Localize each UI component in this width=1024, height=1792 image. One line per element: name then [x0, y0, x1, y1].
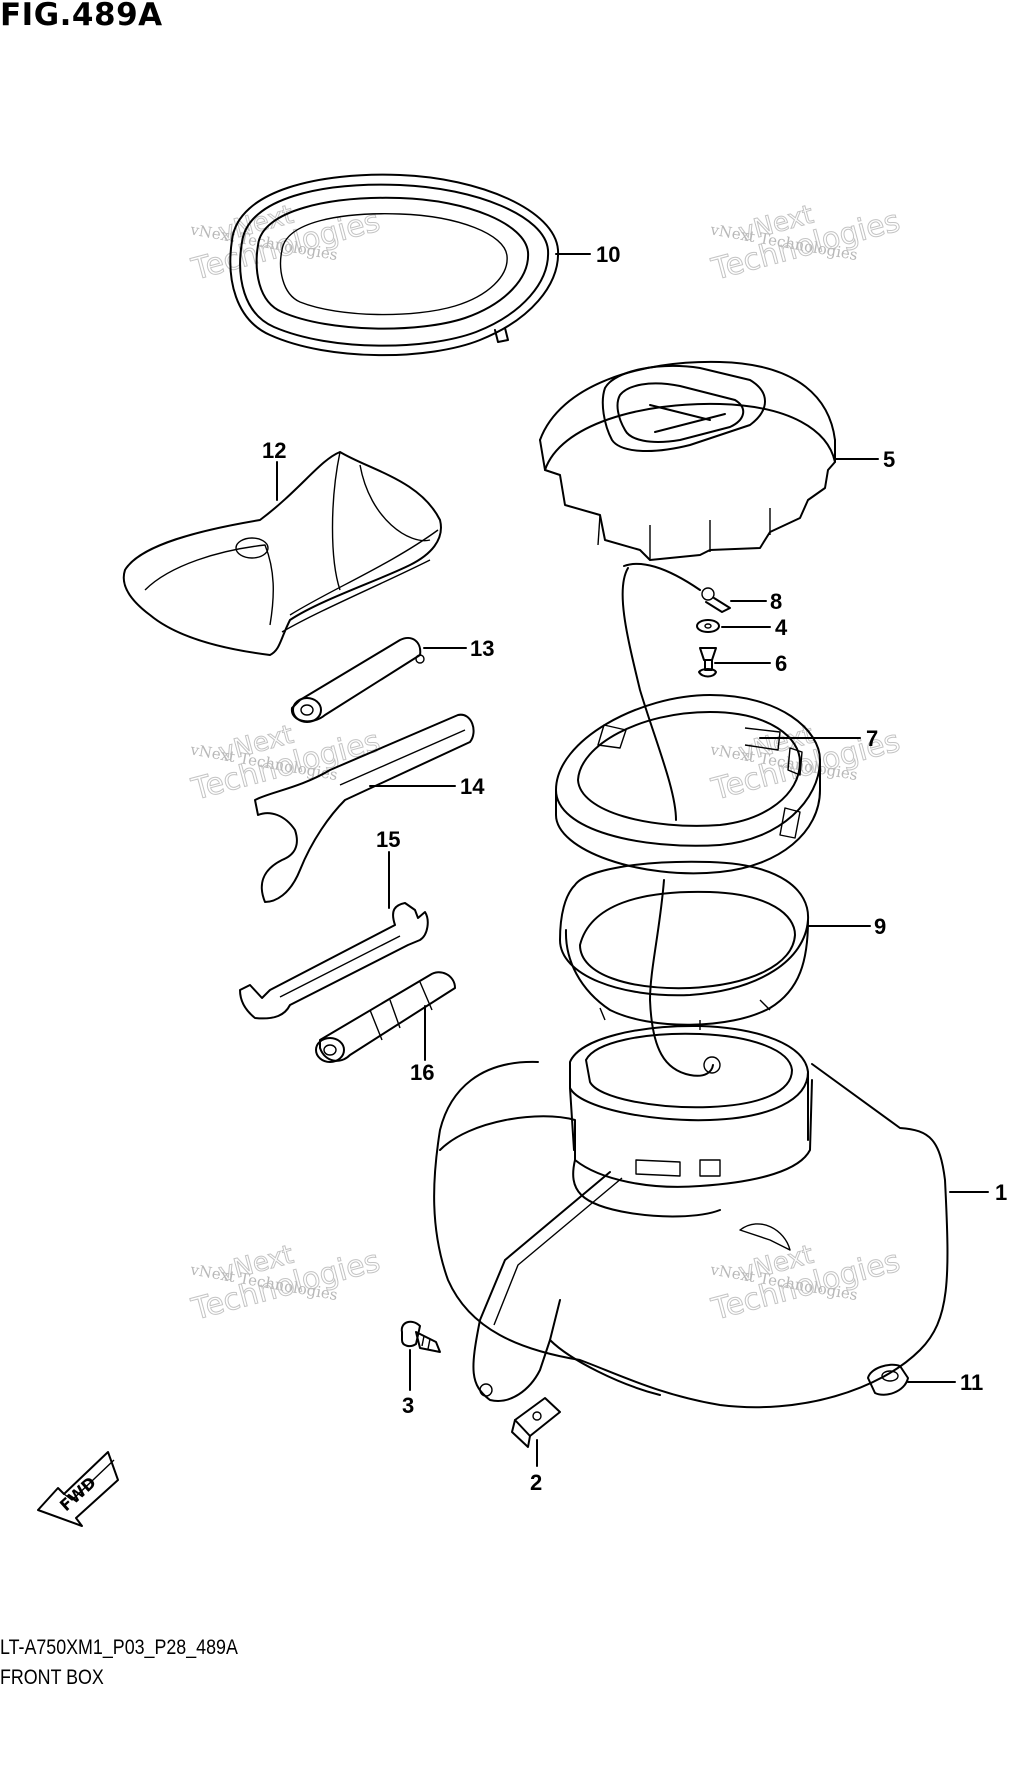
callout-16: 16	[410, 1060, 434, 1085]
part-8-cable	[621, 562, 731, 1077]
part-3-bolt	[400, 1320, 441, 1353]
callout-11: 11	[960, 1370, 983, 1395]
part-10-seal-ring	[229, 173, 560, 357]
part-12-tool-bag	[122, 451, 442, 656]
callout-4: 4	[775, 615, 788, 640]
part-15-open-end-wrench	[239, 902, 429, 1020]
callout-2: 2	[530, 1470, 542, 1495]
part-14-spanner	[254, 713, 475, 903]
part-7-lock-ring	[555, 694, 821, 875]
part-16-socket-wrench	[315, 971, 456, 1063]
callout-10: 10	[596, 242, 620, 267]
part-9-gasket	[559, 860, 810, 1030]
fwd-arrow: FWD	[37, 1451, 119, 1527]
part-6-screw	[698, 647, 717, 678]
part-4-washer	[696, 619, 720, 633]
part-2-clip-nut	[511, 1397, 561, 1448]
callout-1: 1	[995, 1180, 1007, 1205]
figure-title: FIG.489A	[0, 0, 163, 33]
callout-7: 7	[866, 726, 878, 751]
part-1-front-box	[433, 1024, 949, 1409]
callout-13: 13	[470, 636, 494, 661]
callout-6: 6	[775, 651, 787, 676]
figure-name: FRONT BOX	[0, 1666, 104, 1689]
callout-14: 14	[460, 774, 485, 799]
part-5-front-box-cap	[539, 360, 836, 561]
part-11-grommet	[867, 1363, 909, 1396]
callout-8: 8	[770, 589, 782, 614]
figure-code: LT-A750XM1_P03_P28_489A	[0, 1636, 238, 1659]
callout-9: 9	[874, 914, 886, 939]
callout-3: 3	[402, 1393, 414, 1418]
callout-12: 12	[262, 438, 286, 463]
part-13-tool-handle	[290, 636, 425, 723]
callout-15: 15	[376, 827, 400, 852]
callout-5: 5	[883, 447, 895, 472]
